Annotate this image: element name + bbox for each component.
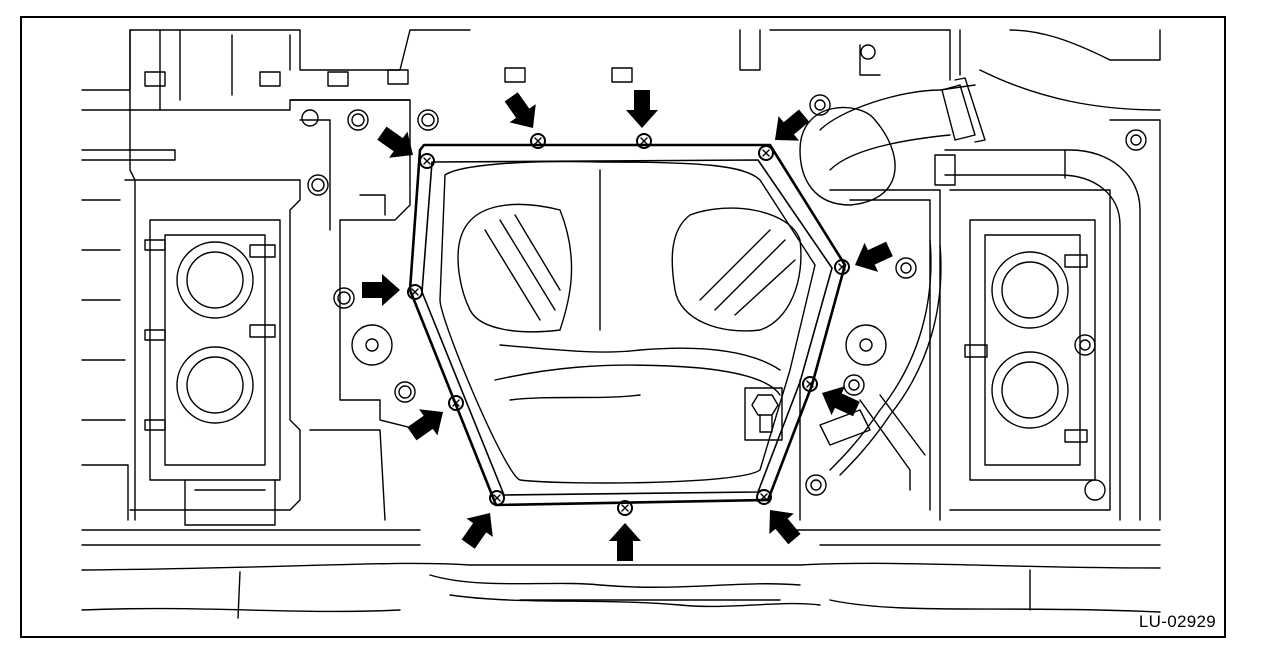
- bolt-icon: [756, 489, 772, 505]
- pan-bolts: [407, 133, 850, 516]
- bolt-icon: [448, 395, 464, 411]
- bolt-icon: [617, 500, 633, 516]
- arrow-icon: [626, 90, 658, 128]
- bolt-icon: [489, 490, 505, 506]
- oil-pan: [408, 143, 847, 507]
- arrow-icon: [764, 103, 815, 153]
- bolt-icon: [758, 145, 774, 161]
- bolt-icon: [834, 259, 850, 275]
- bolt-icon: [530, 133, 546, 149]
- arrow-icon: [498, 87, 547, 138]
- arrow-icon: [372, 120, 423, 169]
- figure-code-label: LU-02929: [1138, 612, 1216, 631]
- arrow-icon: [609, 523, 641, 561]
- engine-block-left: [81, 29, 633, 531]
- arrow-icon: [815, 378, 864, 424]
- arrow-icon: [402, 398, 453, 447]
- arrow-icon: [455, 503, 504, 554]
- bolt-icon: [802, 376, 818, 392]
- bolt-icon: [636, 133, 652, 149]
- bolt-icon: [419, 153, 435, 169]
- engine-block-right: [739, 29, 1161, 531]
- arrow-icon: [848, 234, 897, 280]
- figure-frame: [20, 16, 1226, 638]
- crossmember: [81, 544, 1161, 619]
- bolt-icon: [407, 284, 423, 300]
- arrow-icon: [362, 274, 400, 306]
